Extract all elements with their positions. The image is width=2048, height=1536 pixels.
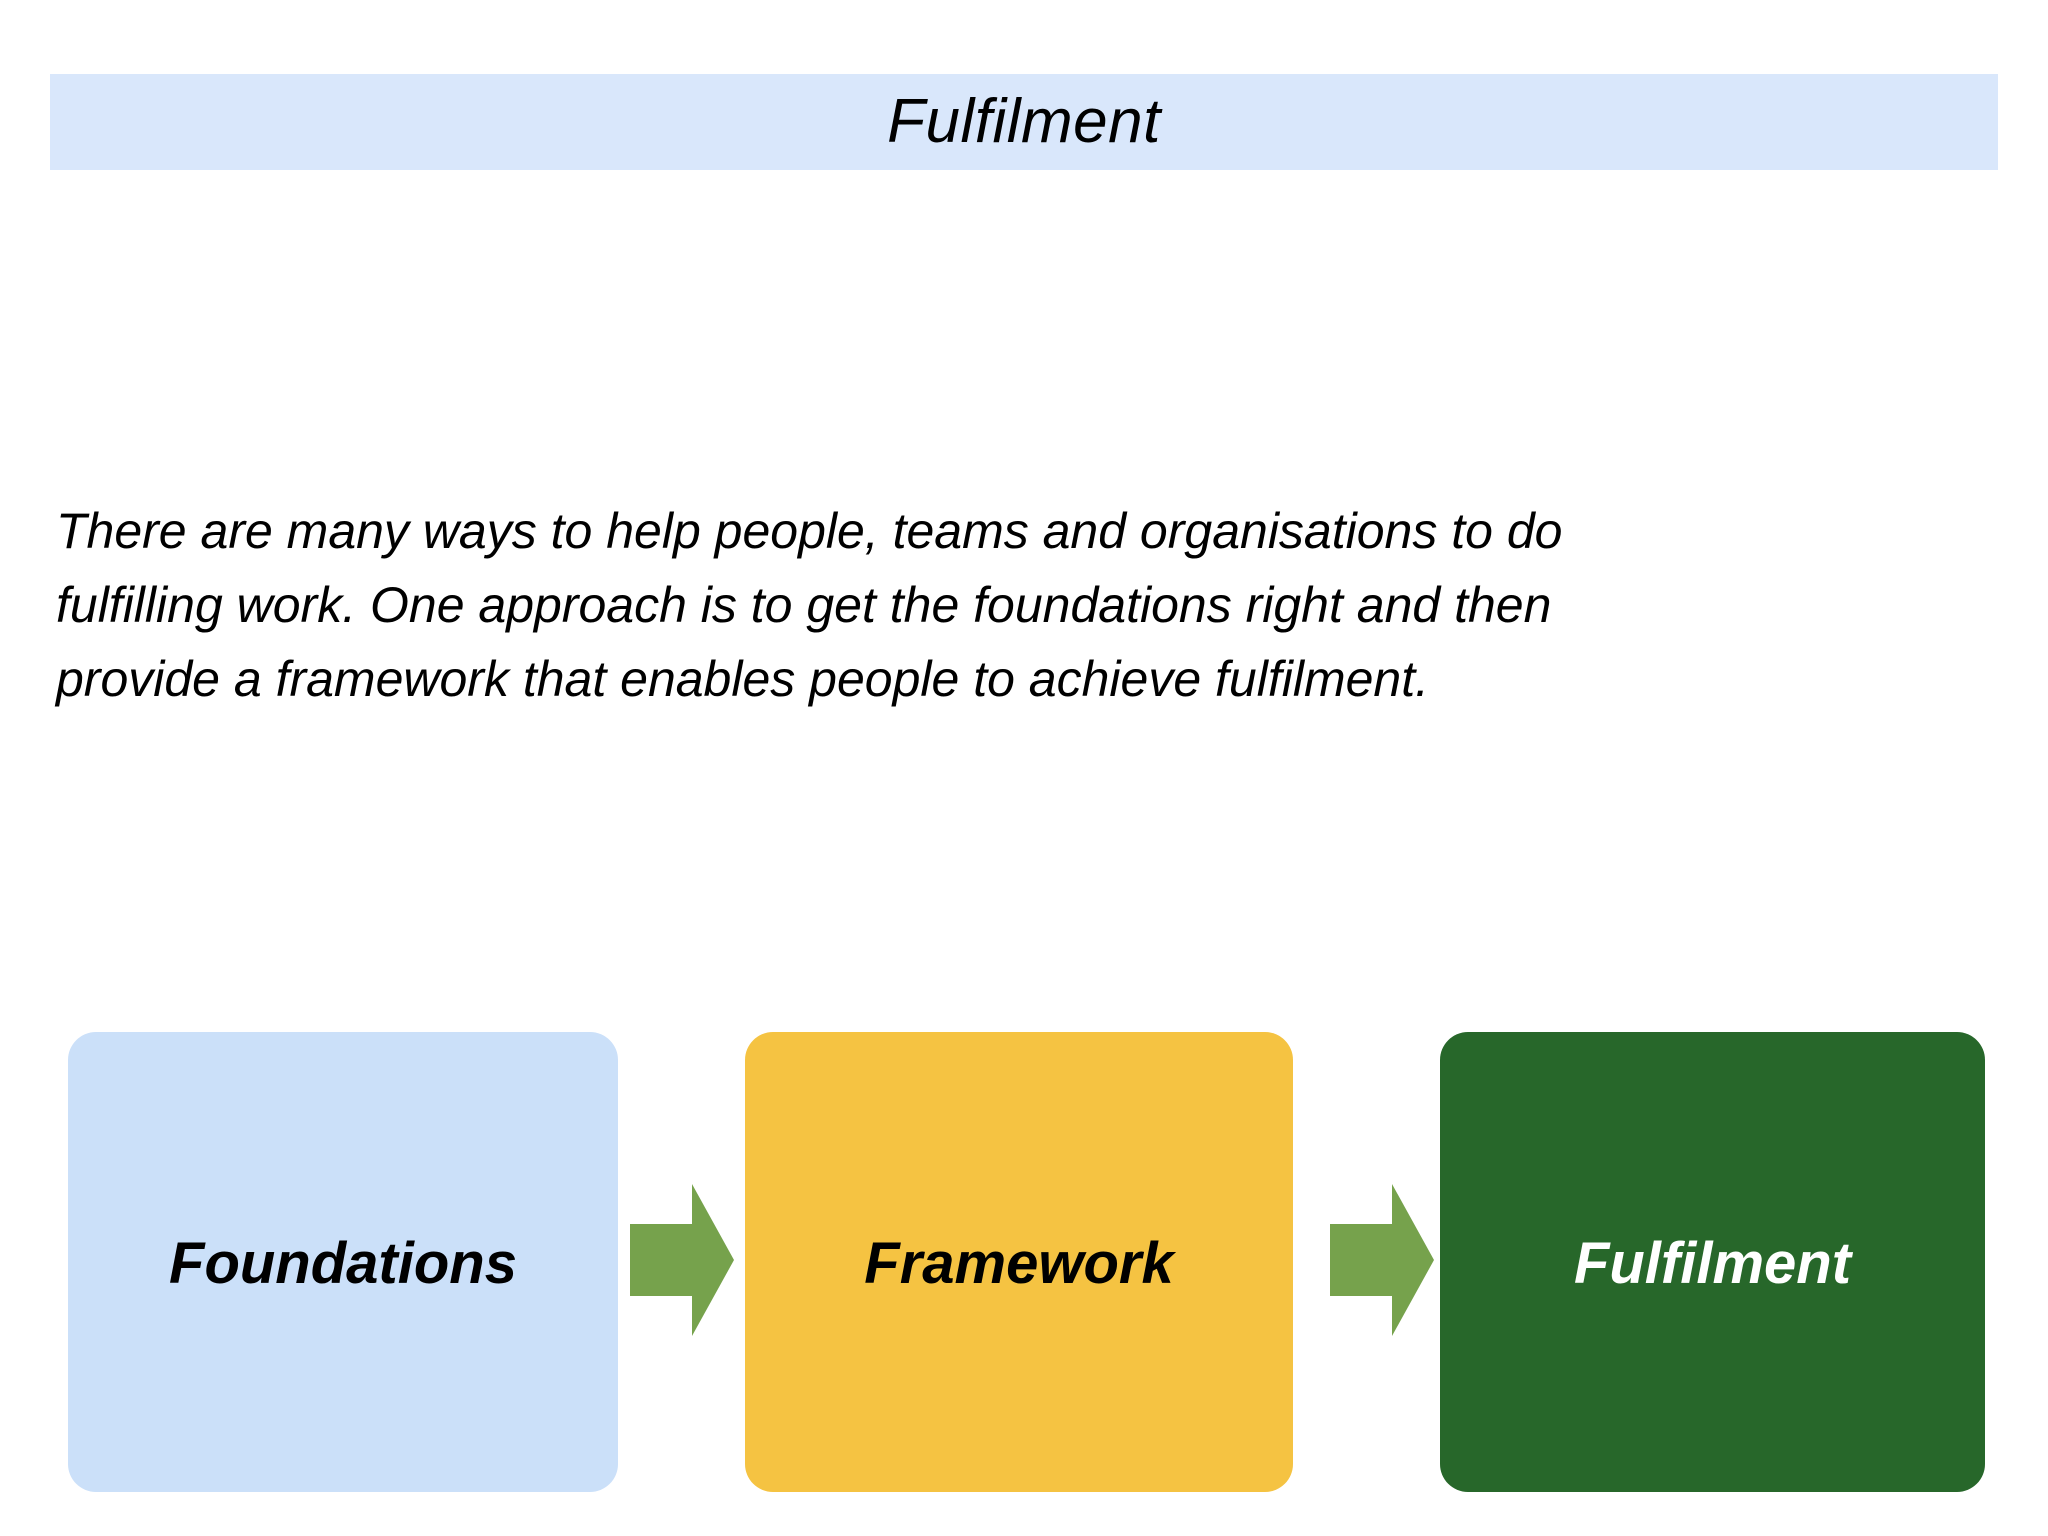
flow-box-label: Framework bbox=[864, 1231, 1174, 1296]
page-title: Fulfilment bbox=[887, 87, 1161, 156]
body-paragraph-line: fulfilling work. One approach is to get … bbox=[56, 577, 1552, 633]
flow-box-framework[interactable]: Framework bbox=[745, 1032, 1293, 1492]
right-arrow-icon bbox=[630, 1184, 734, 1336]
flow-box-fulfilment[interactable]: Fulfilment bbox=[1440, 1032, 1985, 1492]
flow-diagram: Foundations Framework Fulfilment bbox=[0, 1032, 2048, 1494]
right-arrow-icon bbox=[1330, 1184, 1434, 1336]
body-paragraph-line: provide a framework that enables people … bbox=[56, 651, 1429, 707]
body-paragraph-line: There are many ways to help people, team… bbox=[56, 503, 1563, 559]
slide-title-banner: Fulfilment bbox=[50, 74, 1998, 170]
flow-box-foundations[interactable]: Foundations bbox=[68, 1032, 618, 1492]
body-paragraph: There are many ways to help people, team… bbox=[56, 494, 1936, 716]
flow-box-label: Foundations bbox=[169, 1231, 517, 1296]
flow-box-label: Fulfilment bbox=[1573, 1231, 1852, 1296]
